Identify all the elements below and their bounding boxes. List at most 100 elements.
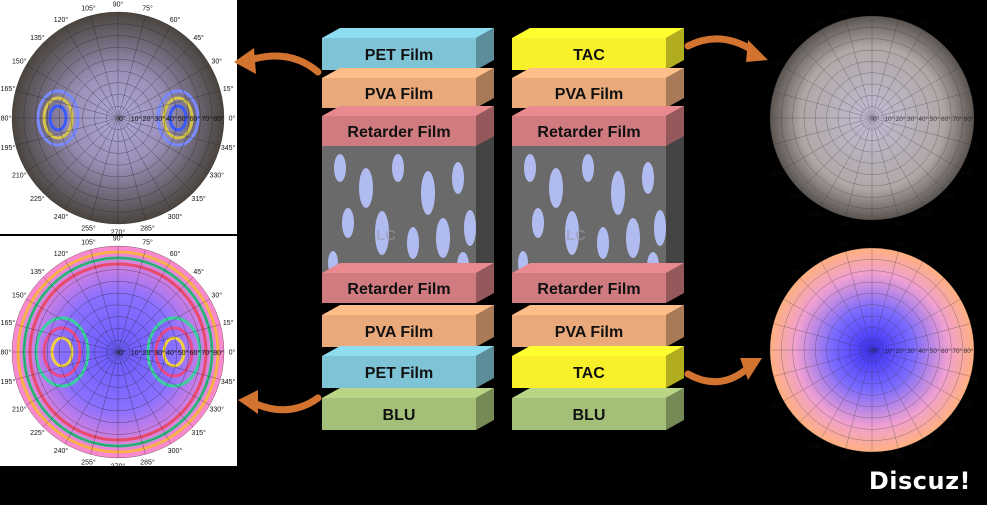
angle-tick-label: 150° [12,292,27,300]
angle-tick-label: 300° [920,442,934,450]
angle-tick-label: 120° [54,250,69,258]
layer-retarder-film: Retarder Film [512,263,684,303]
layer-blu: BLU [322,388,494,430]
angle-tick-label: 60° [170,16,181,24]
angle-tick-label: 315° [191,195,206,203]
angle-tick-label: 165° [766,318,773,326]
arrow-bottom-left [252,394,322,414]
angle-tick-label: 315° [943,424,957,432]
angle-tick-label: 210° [12,172,27,180]
angle-tick-label: 225° [30,195,45,203]
radial-tick-label: 80° [964,347,974,355]
arrow-head-bottom-left [238,390,258,414]
angle-tick-label: 135° [787,269,801,277]
radial-tick-label: 0° [873,115,880,123]
angle-tick-label: 60° [170,250,181,258]
polar-plot-bottom-left: 90°75°60°45°30°15°0°345°330°315°300°285°… [0,236,237,466]
radial-tick-label: 10° [884,347,894,355]
angle-tick-label: 240° [810,210,824,218]
radial-tick-label: 0° [119,349,126,357]
angle-tick-label: 270° [865,457,879,461]
radial-tick-label: 40° [918,347,928,355]
layer-label: PET Film [365,365,433,382]
radial-tick-label: 40° [918,115,928,123]
layer-pet-film: PET Film [322,346,494,388]
angle-tick-label: 45° [945,37,955,45]
radial-tick-label: 70° [201,349,212,357]
angle-tick-label: 255° [837,221,851,226]
arrow-bottom-right [684,364,752,386]
radial-tick-label: 0° [119,115,126,123]
angle-tick-label: 165° [1,319,16,327]
layer-label: Retarder Film [347,281,450,298]
angle-tick-label: 105° [837,240,851,248]
angle-tick-label: 15° [223,319,234,327]
angle-tick-label: 330° [961,170,975,178]
layer-pva-film: PVA Film [512,305,684,347]
angle-tick-label: 225° [30,429,45,437]
angle-tick-label: 270° [865,225,879,227]
radial-tick-label: 30° [907,347,917,355]
angle-tick-label: 15° [973,86,978,94]
radial-tick-label: 50° [178,115,189,123]
radial-tick-label: 10° [131,115,142,123]
angle-tick-label: 255° [81,225,96,233]
angle-tick-label: 90° [867,8,877,13]
angle-tick-label: 15° [973,318,978,326]
angle-tick-label: 75° [142,4,153,12]
layer-label: PET Film [365,47,433,64]
angle-tick-label: 105° [837,8,851,16]
radial-tick-label: 30° [154,349,165,357]
angle-tick-label: 240° [54,447,69,455]
layer-pva-film: PVA Film [322,305,494,347]
angle-tick-label: 345° [972,143,978,151]
watermark: Discuz! [868,467,971,495]
layer-tac: TAC [512,346,684,388]
lc-label: LC [566,227,586,244]
angle-tick-label: 135° [30,268,45,276]
angle-tick-label: 240° [54,213,69,221]
radial-tick-label: 40° [166,349,177,357]
radial-tick-label: 20° [896,115,906,123]
angle-tick-label: 345° [221,378,236,386]
layer-label: TAC [573,47,605,64]
radial-tick-label: 80° [213,349,224,357]
angle-tick-label: 60° [922,19,932,27]
radial-tick-label: 80° [964,115,974,123]
angle-tick-label: 180° [0,115,11,123]
angle-tick-label: 105° [81,4,96,12]
layer-label: PVA Film [555,324,623,341]
angle-tick-label: 0° [229,349,236,357]
layer-pet-film: PET Film [322,28,494,70]
angle-tick-label: 285° [140,225,155,233]
angle-tick-label: 300° [168,447,183,455]
angle-tick-label: 45° [193,34,204,42]
polar-plot-top-left: 90°75°60°45°30°15°0°345°330°315°300°285°… [0,0,237,234]
angle-tick-label: 120° [54,16,69,24]
layer-pva-film: PVA Film [322,68,494,108]
layer-label: PVA Film [555,86,623,103]
angle-tick-label: 285° [894,453,908,460]
angle-tick-label: 210° [770,170,784,178]
layer-label: BLU [383,407,416,424]
layer-retarder-film: Retarder Film [322,106,494,146]
radial-tick-label: 60° [190,115,201,123]
polar-plot-top-right: 90°75°60°45°30°15°0°345°330°315°300°285°… [766,8,978,226]
layer-label: Retarder Film [537,124,640,141]
angle-tick-label: 330° [209,406,224,414]
angle-tick-label: 150° [12,58,27,66]
angle-tick-label: 255° [837,453,851,460]
polar-plot-bottom-right: 90°75°60°45°30°15°0°345°330°315°300°285°… [766,240,978,460]
angle-tick-label: 0° [229,115,236,123]
layer-label: PVA Film [365,86,433,103]
arrow-top-right [684,35,756,54]
angle-tick-label: 165° [1,85,16,93]
radial-tick-label: 70° [952,347,962,355]
angle-tick-label: 30° [211,58,222,66]
radial-tick-label: 50° [178,349,189,357]
arrow-head-bottom-right [740,358,762,380]
angle-tick-label: 300° [168,213,183,221]
angle-tick-label: 285° [140,459,155,466]
